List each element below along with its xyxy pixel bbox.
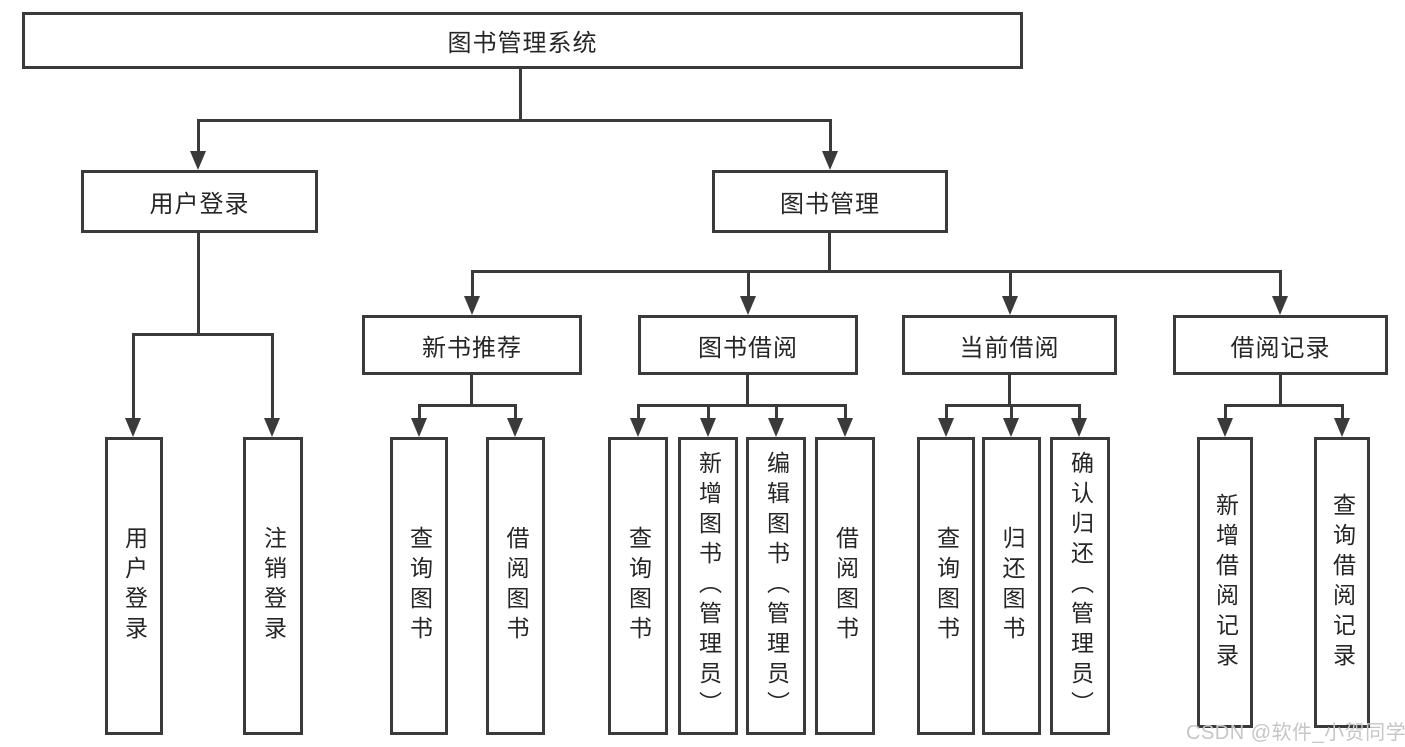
node-label: 确认归还（管理员） <box>1067 451 1094 721</box>
connector-line <box>1224 404 1343 407</box>
arrow-down-icon <box>411 418 427 437</box>
node-borrow-records: 借阅记录 <box>1173 315 1388 375</box>
connector-line <box>844 404 847 422</box>
node-leaf-query-books-current: 查询图书 <box>917 437 975 735</box>
connector-line <box>197 119 200 153</box>
arrow-down-icon <box>740 296 756 315</box>
arrow-down-icon <box>1272 296 1288 315</box>
node-leaf-user-login: 用户登录 <box>105 437 163 735</box>
node-leaf-query-books-borrow: 查询图书 <box>608 437 668 735</box>
connector-line <box>746 375 749 407</box>
connector-line <box>945 404 1081 407</box>
node-label: 新增图书（管理员） <box>695 451 722 721</box>
connector-line <box>775 404 778 422</box>
node-label: 查询借阅记录 <box>1329 492 1356 673</box>
arrow-down-icon <box>507 418 523 437</box>
node-leaf-add-borrow-record: 新增借阅记录 <box>1197 437 1253 728</box>
node-leaf-borrow-books-recommend: 借阅图书 <box>486 437 545 735</box>
arrow-down-icon <box>700 418 716 437</box>
arrow-down-icon <box>464 296 480 315</box>
connector-line <box>519 68 522 121</box>
connector-line <box>418 404 421 422</box>
connector-line <box>418 404 517 407</box>
connector-line <box>1279 270 1282 298</box>
arrow-down-icon <box>822 151 838 170</box>
arrow-down-icon <box>264 418 280 437</box>
node-leaf-add-books-admin: 新增图书（管理员） <box>678 437 738 735</box>
node-label: 新增借阅记录 <box>1212 492 1239 673</box>
connector-line <box>471 270 1282 273</box>
arrow-down-icon <box>768 418 784 437</box>
node-current-borrow: 当前借阅 <box>902 315 1117 375</box>
arrow-down-icon <box>190 151 206 170</box>
node-library-system: 图书管理系统 <box>22 12 1023 69</box>
node-label: 查询图书 <box>625 526 652 646</box>
node-leaf-borrow-books: 借阅图书 <box>815 437 875 735</box>
arrow-down-icon <box>837 418 853 437</box>
connector-line <box>197 233 200 336</box>
connector-line <box>132 333 274 336</box>
connector-line <box>471 270 474 298</box>
connector-line <box>1078 404 1081 422</box>
arrow-down-icon <box>1002 296 1018 315</box>
node-book-management: 图书管理 <box>712 170 948 233</box>
node-leaf-query-books-recommend: 查询图书 <box>390 437 448 735</box>
connector-line <box>637 404 640 422</box>
node-label: 用户登录 <box>121 526 148 646</box>
node-leaf-logout: 注销登录 <box>243 437 303 735</box>
connector-line <box>707 404 710 422</box>
node-leaf-edit-books-admin: 编辑图书（管理员） <box>746 437 806 735</box>
connector-line <box>514 404 517 422</box>
connector-line <box>1010 404 1013 422</box>
connector-line <box>945 404 948 422</box>
arrow-down-icon <box>1334 418 1350 437</box>
node-new-book-recommend: 新书推荐 <box>362 315 582 375</box>
connector-line <box>271 333 274 420</box>
node-label: 注销登录 <box>260 526 287 646</box>
arrow-down-icon <box>1003 418 1019 437</box>
connector-line <box>747 270 750 298</box>
node-label: 借阅图书 <box>832 526 859 646</box>
arrow-down-icon <box>630 418 646 437</box>
connector-line <box>829 119 832 153</box>
connector-line <box>1279 375 1282 407</box>
node-label: 归还图书 <box>999 526 1025 646</box>
connector-line <box>1224 404 1227 422</box>
node-user-login: 用户登录 <box>81 170 318 233</box>
node-leaf-confirm-return-admin: 确认归还（管理员） <box>1050 437 1110 735</box>
node-book-borrow: 图书借阅 <box>638 315 858 375</box>
node-leaf-query-borrow-record: 查询借阅记录 <box>1314 437 1370 728</box>
connector-line <box>1009 270 1012 298</box>
connector-line <box>470 375 473 407</box>
node-label: 查询图书 <box>933 526 960 646</box>
node-label: 借阅图书 <box>503 526 529 646</box>
arrow-down-icon <box>125 418 141 437</box>
connector-line <box>828 233 831 273</box>
connector-line <box>1008 375 1011 407</box>
connector-line <box>132 333 135 420</box>
arrow-down-icon <box>1071 418 1087 437</box>
arrow-down-icon <box>1217 418 1233 437</box>
connector-line <box>197 119 832 122</box>
node-label: 查询图书 <box>406 526 433 646</box>
arrow-down-icon <box>938 418 954 437</box>
node-label: 编辑图书（管理员） <box>763 451 790 721</box>
node-leaf-return-books: 归还图书 <box>982 437 1041 735</box>
connector-line <box>1341 404 1344 422</box>
connector-line <box>637 404 846 407</box>
csdn-watermark: CSDN @软件_小贺同学 <box>1186 722 1405 744</box>
